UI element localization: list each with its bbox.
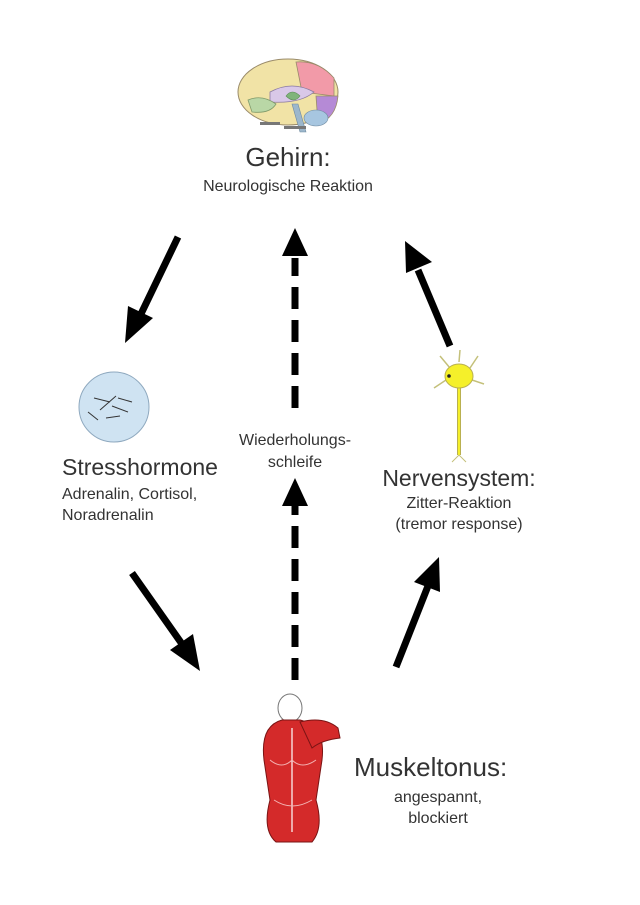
muscle-line2: blockiert	[408, 810, 468, 827]
nervous-title: Nervensystem:	[382, 465, 536, 491]
hormones-title: Stresshormone	[62, 454, 218, 480]
loop-label-line1: Wiederholungs-	[238, 432, 352, 449]
dashed-arrow-lower	[282, 478, 308, 680]
loop-label-line2: schleife	[267, 454, 323, 471]
arrow-nervous-to-brain	[405, 241, 454, 348]
muscle-back-icon	[262, 693, 341, 843]
nervous-line1: Zitter-Reaktion	[406, 495, 512, 512]
neuron-icon	[433, 349, 485, 463]
nervous-line2: (tremor response)	[395, 516, 523, 533]
dashed-arrow-upper	[282, 228, 308, 408]
arrow-brain-to-hormones	[125, 235, 182, 343]
brain-subtitle: Neurologische Reaktion	[203, 178, 373, 195]
brain-icon	[237, 58, 339, 133]
petri-dish-icon	[78, 371, 150, 443]
hormones-line1: Adrenalin, Cortisol,	[62, 486, 198, 503]
arrow-hormones-to-muscle	[129, 570, 200, 671]
muscle-title: Muskeltonus:	[354, 752, 508, 782]
muscle-line1: angespannt,	[393, 789, 483, 806]
arrow-muscle-to-nervous	[392, 557, 440, 669]
brain-title: Gehirn:	[245, 142, 331, 172]
hormones-line2: Noradrenalin	[62, 507, 154, 524]
